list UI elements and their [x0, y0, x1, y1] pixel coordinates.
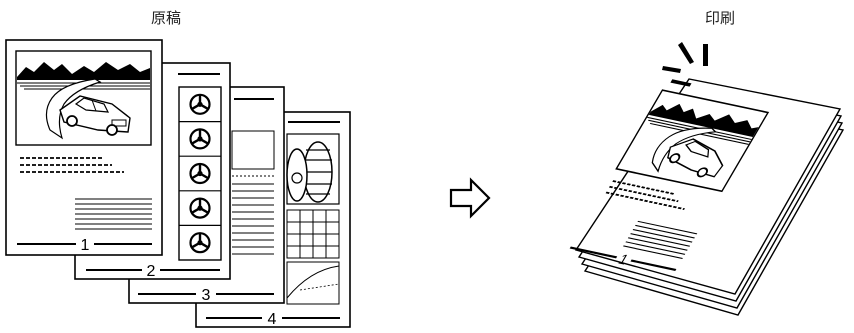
page-number-2: 2	[147, 263, 156, 280]
steering-wheel-icon	[191, 95, 210, 114]
hollow-right-arrow-icon	[451, 180, 489, 216]
steering-wheel-icon	[191, 233, 210, 252]
steering-wheel-icon	[191, 129, 210, 148]
printed-stack: 1	[565, 79, 843, 315]
page-number-3: 3	[202, 287, 211, 304]
original-page-1: 1	[6, 40, 162, 255]
impact-burst-icon	[662, 42, 708, 73]
steering-wheel-icon	[191, 199, 210, 218]
steering-wheel-icon	[191, 164, 210, 183]
page-number-1: 1	[81, 237, 90, 254]
page-number-4: 4	[268, 311, 277, 328]
